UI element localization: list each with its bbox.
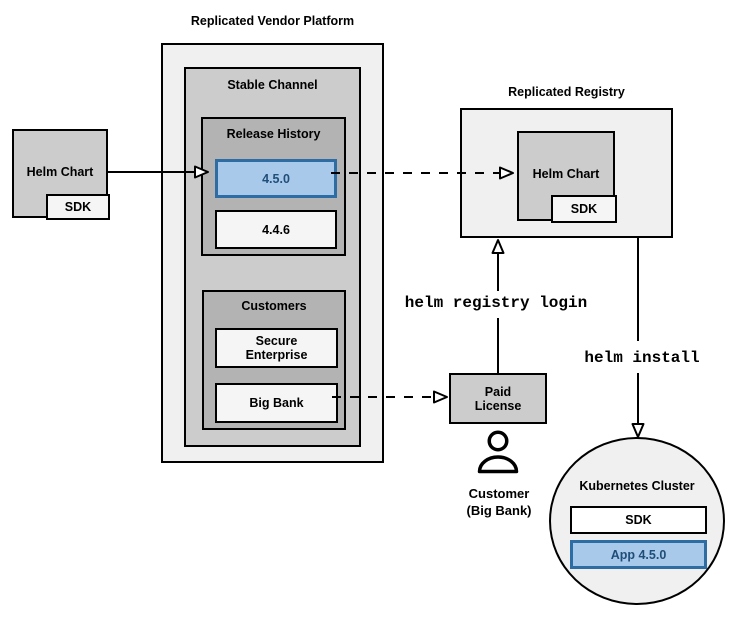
sdk-label: SDK bbox=[570, 202, 598, 216]
customer-box-big-bank: Big Bank bbox=[215, 383, 338, 423]
registry-title: Replicated Registry bbox=[508, 85, 625, 99]
registry-helm-chart-box: Helm Chart SDK bbox=[517, 131, 617, 223]
sdk-label: SDK bbox=[64, 200, 92, 214]
customers-box: Customers Secure Enterprise Big Bank bbox=[202, 290, 346, 430]
person-icon bbox=[477, 430, 519, 474]
arrow-helm-install bbox=[631, 238, 645, 438]
helm-chart-label: Helm Chart bbox=[26, 164, 94, 179]
helm-chart-label: Helm Chart bbox=[532, 167, 600, 181]
registry-box: Helm Chart SDK bbox=[460, 108, 673, 238]
customer-name: Secure Enterprise bbox=[245, 334, 308, 362]
customer-name: Big Bank bbox=[249, 396, 304, 410]
app-version-label: App 4.5.0 bbox=[610, 547, 667, 562]
customer-box-secure-enterprise: Secure Enterprise bbox=[215, 328, 338, 368]
release-box-4-5-0: 4.5.0 bbox=[215, 159, 337, 198]
vendor-platform-title: Replicated Vendor Platform bbox=[190, 14, 355, 28]
sdk-label: SDK bbox=[625, 513, 652, 527]
customer-caption-detail: (Big Bank) bbox=[466, 503, 532, 518]
vendor-platform-box: Stable Channel Release History 4.5.0 4.4… bbox=[161, 43, 384, 463]
paid-license-box: Paid License bbox=[449, 373, 547, 424]
release-version: 4.5.0 bbox=[262, 171, 290, 186]
registry-sdk-box: SDK bbox=[551, 195, 617, 223]
cluster-sdk-box: SDK bbox=[570, 506, 707, 534]
release-history-box: Release History 4.5.0 4.4.6 bbox=[201, 117, 346, 256]
customer-caption-name: Customer bbox=[468, 486, 530, 501]
source-helm-chart-box: Helm Chart SDK bbox=[12, 129, 110, 220]
source-sdk-box: SDK bbox=[46, 194, 110, 220]
release-history-label: Release History bbox=[226, 127, 321, 141]
command-helm-install: helm install bbox=[584, 349, 700, 367]
paid-license-label: Paid License bbox=[474, 384, 522, 413]
customers-label: Customers bbox=[241, 299, 307, 313]
kubernetes-cluster-title: Kubernetes Cluster bbox=[579, 479, 695, 493]
release-version: 4.4.6 bbox=[262, 222, 290, 237]
stable-channel-box: Stable Channel Release History 4.5.0 4.4… bbox=[184, 67, 361, 447]
kubernetes-cluster-circle: Kubernetes Cluster SDK App 4.5.0 bbox=[549, 437, 725, 605]
customer-caption: Customer (Big Bank) bbox=[449, 485, 549, 519]
cluster-app-box: App 4.5.0 bbox=[570, 540, 707, 569]
stable-channel-label: Stable Channel bbox=[227, 78, 318, 92]
command-helm-registry-login: helm registry login bbox=[404, 294, 588, 312]
release-box-4-4-6: 4.4.6 bbox=[215, 210, 337, 249]
